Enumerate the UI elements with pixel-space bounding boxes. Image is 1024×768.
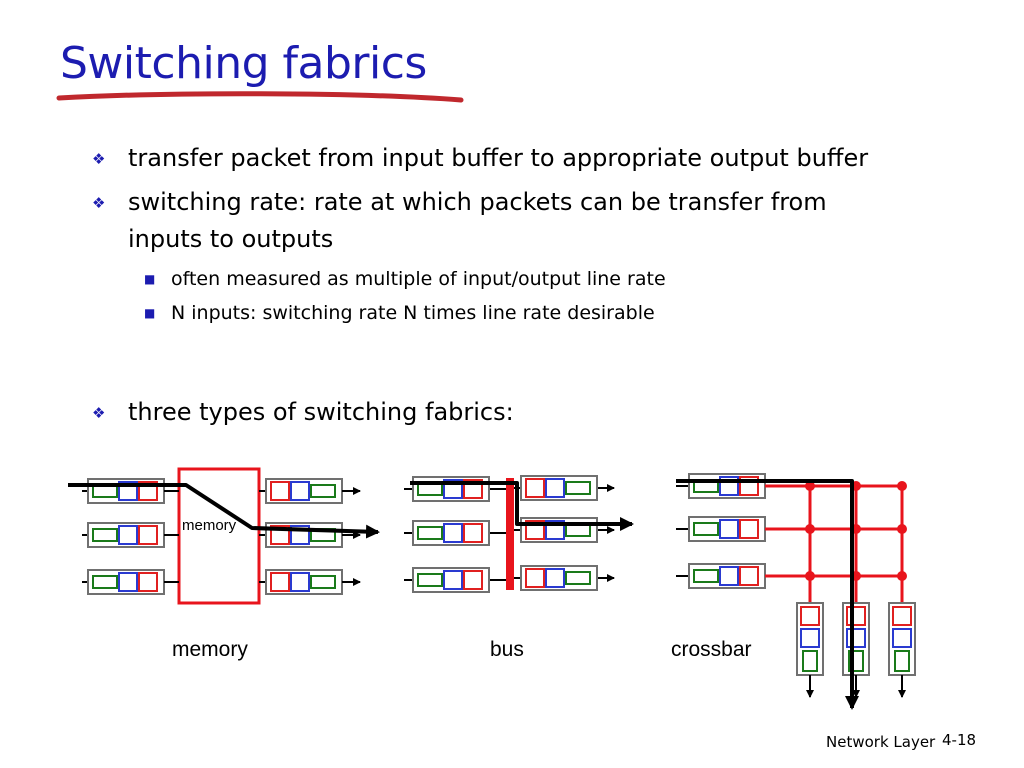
bullet-three-types: ❖ three types of switching fabrics: [92,394,514,432]
packet-cell [892,606,912,626]
crossbar-switch-point [897,571,907,581]
packet-cell [739,519,759,539]
packet-cell [443,570,463,590]
slide-title: Switching fabrics [60,38,427,89]
packet-cell [138,525,158,545]
packet-cell [525,568,545,588]
packet-cell [545,568,565,588]
packet-cell [739,566,759,586]
packet-cell [525,478,545,498]
packet-cell [310,484,336,498]
packet-cell [693,522,719,536]
diamond-bullet-icon: ❖ [92,150,106,168]
memory-packet-path [68,483,380,539]
packet-cell [417,526,443,540]
packet-cell [443,523,463,543]
packet-cell [138,572,158,592]
crossbar-switch-point [805,524,815,534]
bus-packet-path [410,481,634,531]
diamond-bullet-icon: ❖ [92,404,106,422]
packet-cell [118,525,138,545]
crossbar-switch-point [805,571,815,581]
diamond-bullet-icon: ❖ [92,194,106,212]
packet-cell [463,523,483,543]
crossbar-switch-point [805,481,815,491]
memory-caption: memory [172,638,248,661]
packet-cell [565,481,591,495]
sub-bullet-multiple: ■ often measured as multiple of input/ou… [144,265,666,293]
packet-cell [270,481,290,501]
bullet-transfer: ❖ transfer packet from input buffer to a… [92,140,868,178]
packet-cell [118,572,138,592]
packet-cell [565,571,591,585]
crossbar-packet-path [676,479,859,710]
bus-fabric-bar [506,478,514,590]
packet-cell [894,650,910,672]
packet-cell [270,572,290,592]
packet-cell [290,481,310,501]
title-underline [56,91,464,103]
packet-cell [846,606,866,626]
crossbar-switch-point [897,524,907,534]
square-bullet-icon: ■ [144,272,156,286]
packet-cell [417,573,443,587]
packet-cell [800,628,820,648]
bus-caption: bus [490,638,524,661]
crossbar-caption: crossbar [671,638,752,661]
packet-cell [719,566,739,586]
packet-cell [800,606,820,626]
memory-box-label: memory [182,517,237,534]
footer-section: Network Layer [826,733,936,751]
sub-bullet-n-inputs: ■ N inputs: switching rate N times line … [144,299,655,327]
crossbar-switch-point [897,481,907,491]
packet-cell [290,572,310,592]
packet-cell [545,478,565,498]
square-bullet-icon: ■ [144,306,156,320]
packet-cell [310,575,336,589]
packet-cell [846,628,866,648]
packet-cell [802,650,818,672]
footer-page-number: 4-18 [942,731,977,749]
packet-cell [892,628,912,648]
packet-cell [92,575,118,589]
packet-cell [719,519,739,539]
packet-cell [463,570,483,590]
packet-cell [92,528,118,542]
packet-cell [693,569,719,583]
diagram-shapes [68,467,916,710]
bullet-switching-rate: ❖ switching rate: rate at which packets … [92,184,827,258]
